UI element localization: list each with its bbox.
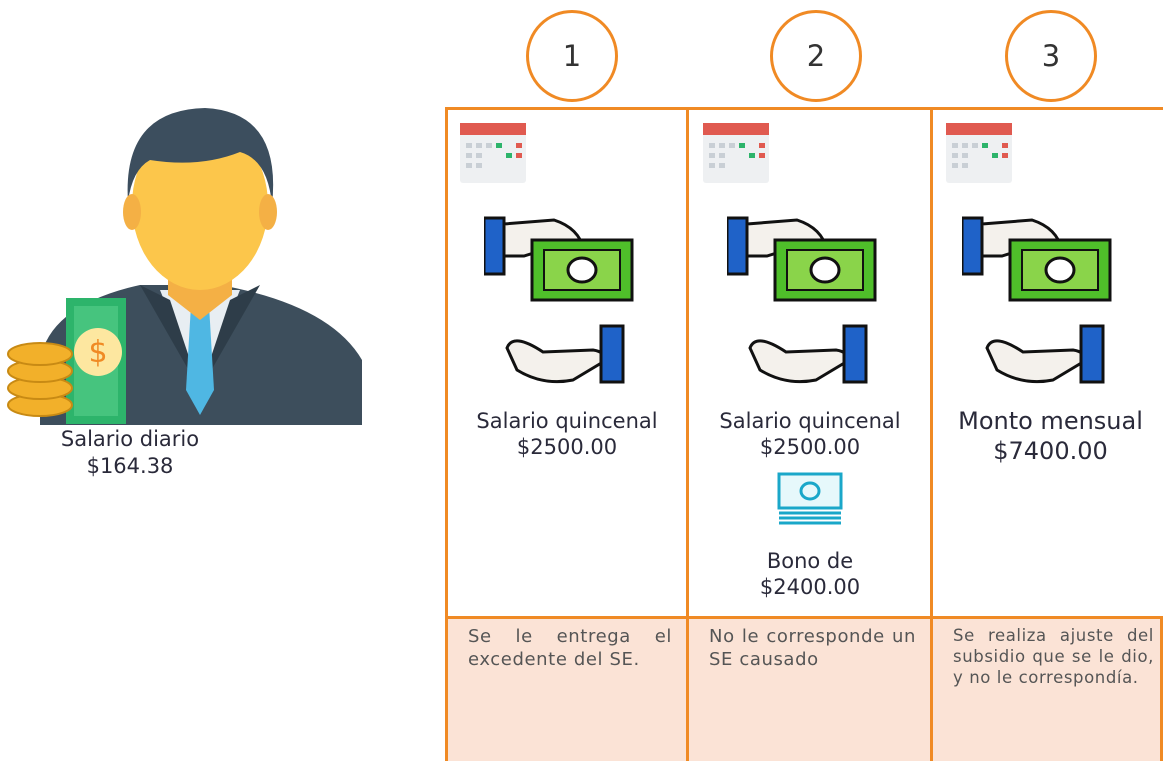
person-illustration: $ (7, 108, 362, 425)
bonus-label: Bono de (766, 549, 854, 573)
salary-caption-amount: $164.38 (86, 454, 174, 478)
giving-hand-icon (727, 216, 877, 302)
calendar-icon (703, 123, 769, 183)
svg-text:$: $ (88, 335, 107, 370)
step-number-2: 2 (770, 10, 862, 102)
step-note-3: Se realiza ajuste del subsidio que se le… (930, 619, 1163, 761)
receiving-hand-icon (985, 324, 1105, 384)
calendar-icon (460, 123, 526, 183)
column-2-title: Salario quincenal (719, 409, 901, 433)
column-3-amount: $7400.00 (993, 437, 1108, 465)
step-note-1: Se le entrega el excedente del SE. (445, 619, 689, 761)
salary-caption: Salario diario $164.38 (30, 426, 230, 480)
giving-hand-icon (484, 216, 634, 302)
column-1-text: Salario quincenal $2500.00 (455, 408, 679, 460)
bonus-amount: $2400.00 (759, 575, 861, 599)
calendar-icon (946, 123, 1012, 183)
column-3-title: Monto mensual (958, 407, 1143, 435)
giving-hand-icon (962, 216, 1112, 302)
column-3-text: Monto mensual $7400.00 (938, 406, 1163, 466)
receiving-hand-icon (505, 324, 625, 384)
bonus-text: Bono de $2400.00 (696, 548, 924, 600)
receiving-hand-icon (748, 324, 868, 384)
step-note-2: No le corresponde un SE causado (686, 619, 933, 761)
column-1-title: Salario quincenal (476, 409, 658, 433)
column-2-amount: $2500.00 (759, 435, 861, 459)
banknote-icon (777, 472, 843, 525)
column-2-text: Salario quincenal $2500.00 (696, 408, 924, 460)
salary-caption-label: Salario diario (60, 427, 200, 451)
step-number-3: 3 (1005, 10, 1097, 102)
step-number-1: 1 (526, 10, 618, 102)
column-1-amount: $2500.00 (516, 435, 618, 459)
